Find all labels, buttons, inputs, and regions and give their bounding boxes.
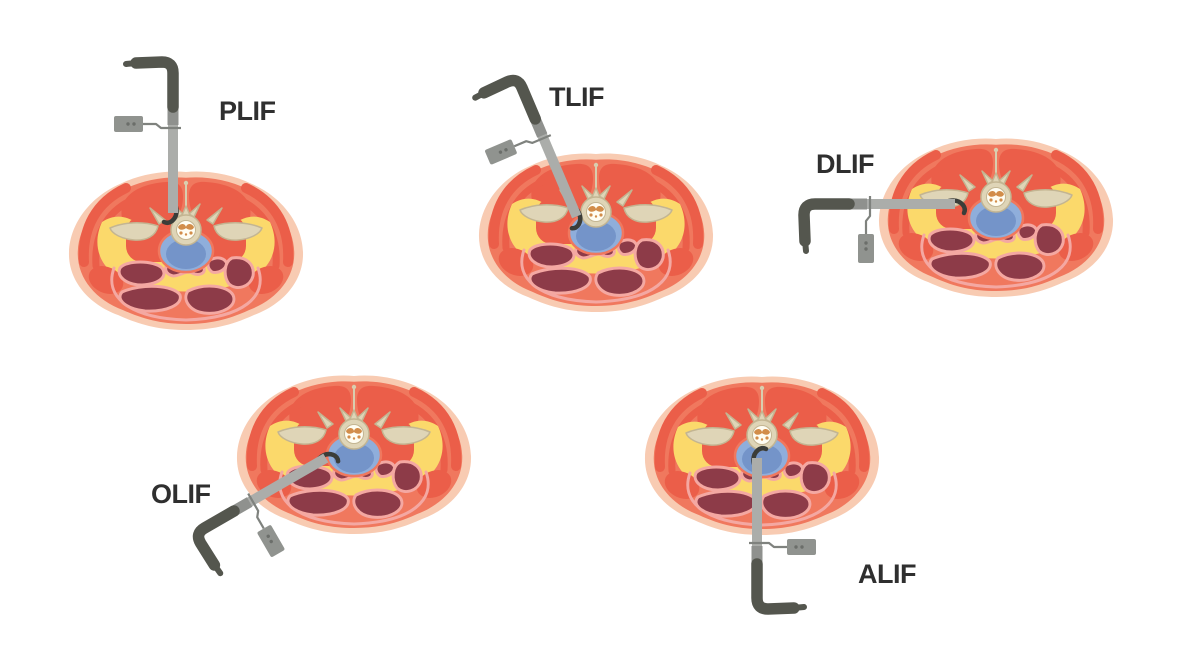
- body-tlif: [479, 154, 713, 313]
- body-olif: [237, 376, 471, 535]
- label-tlif: TLIF: [549, 82, 604, 112]
- body-plif: [69, 172, 303, 331]
- label-plif: PLIF: [219, 96, 276, 126]
- label-alif: ALIF: [858, 559, 917, 589]
- body-dlif: [879, 139, 1113, 298]
- label-olif: OLIF: [151, 479, 211, 509]
- label-dlif: DLIF: [816, 149, 875, 179]
